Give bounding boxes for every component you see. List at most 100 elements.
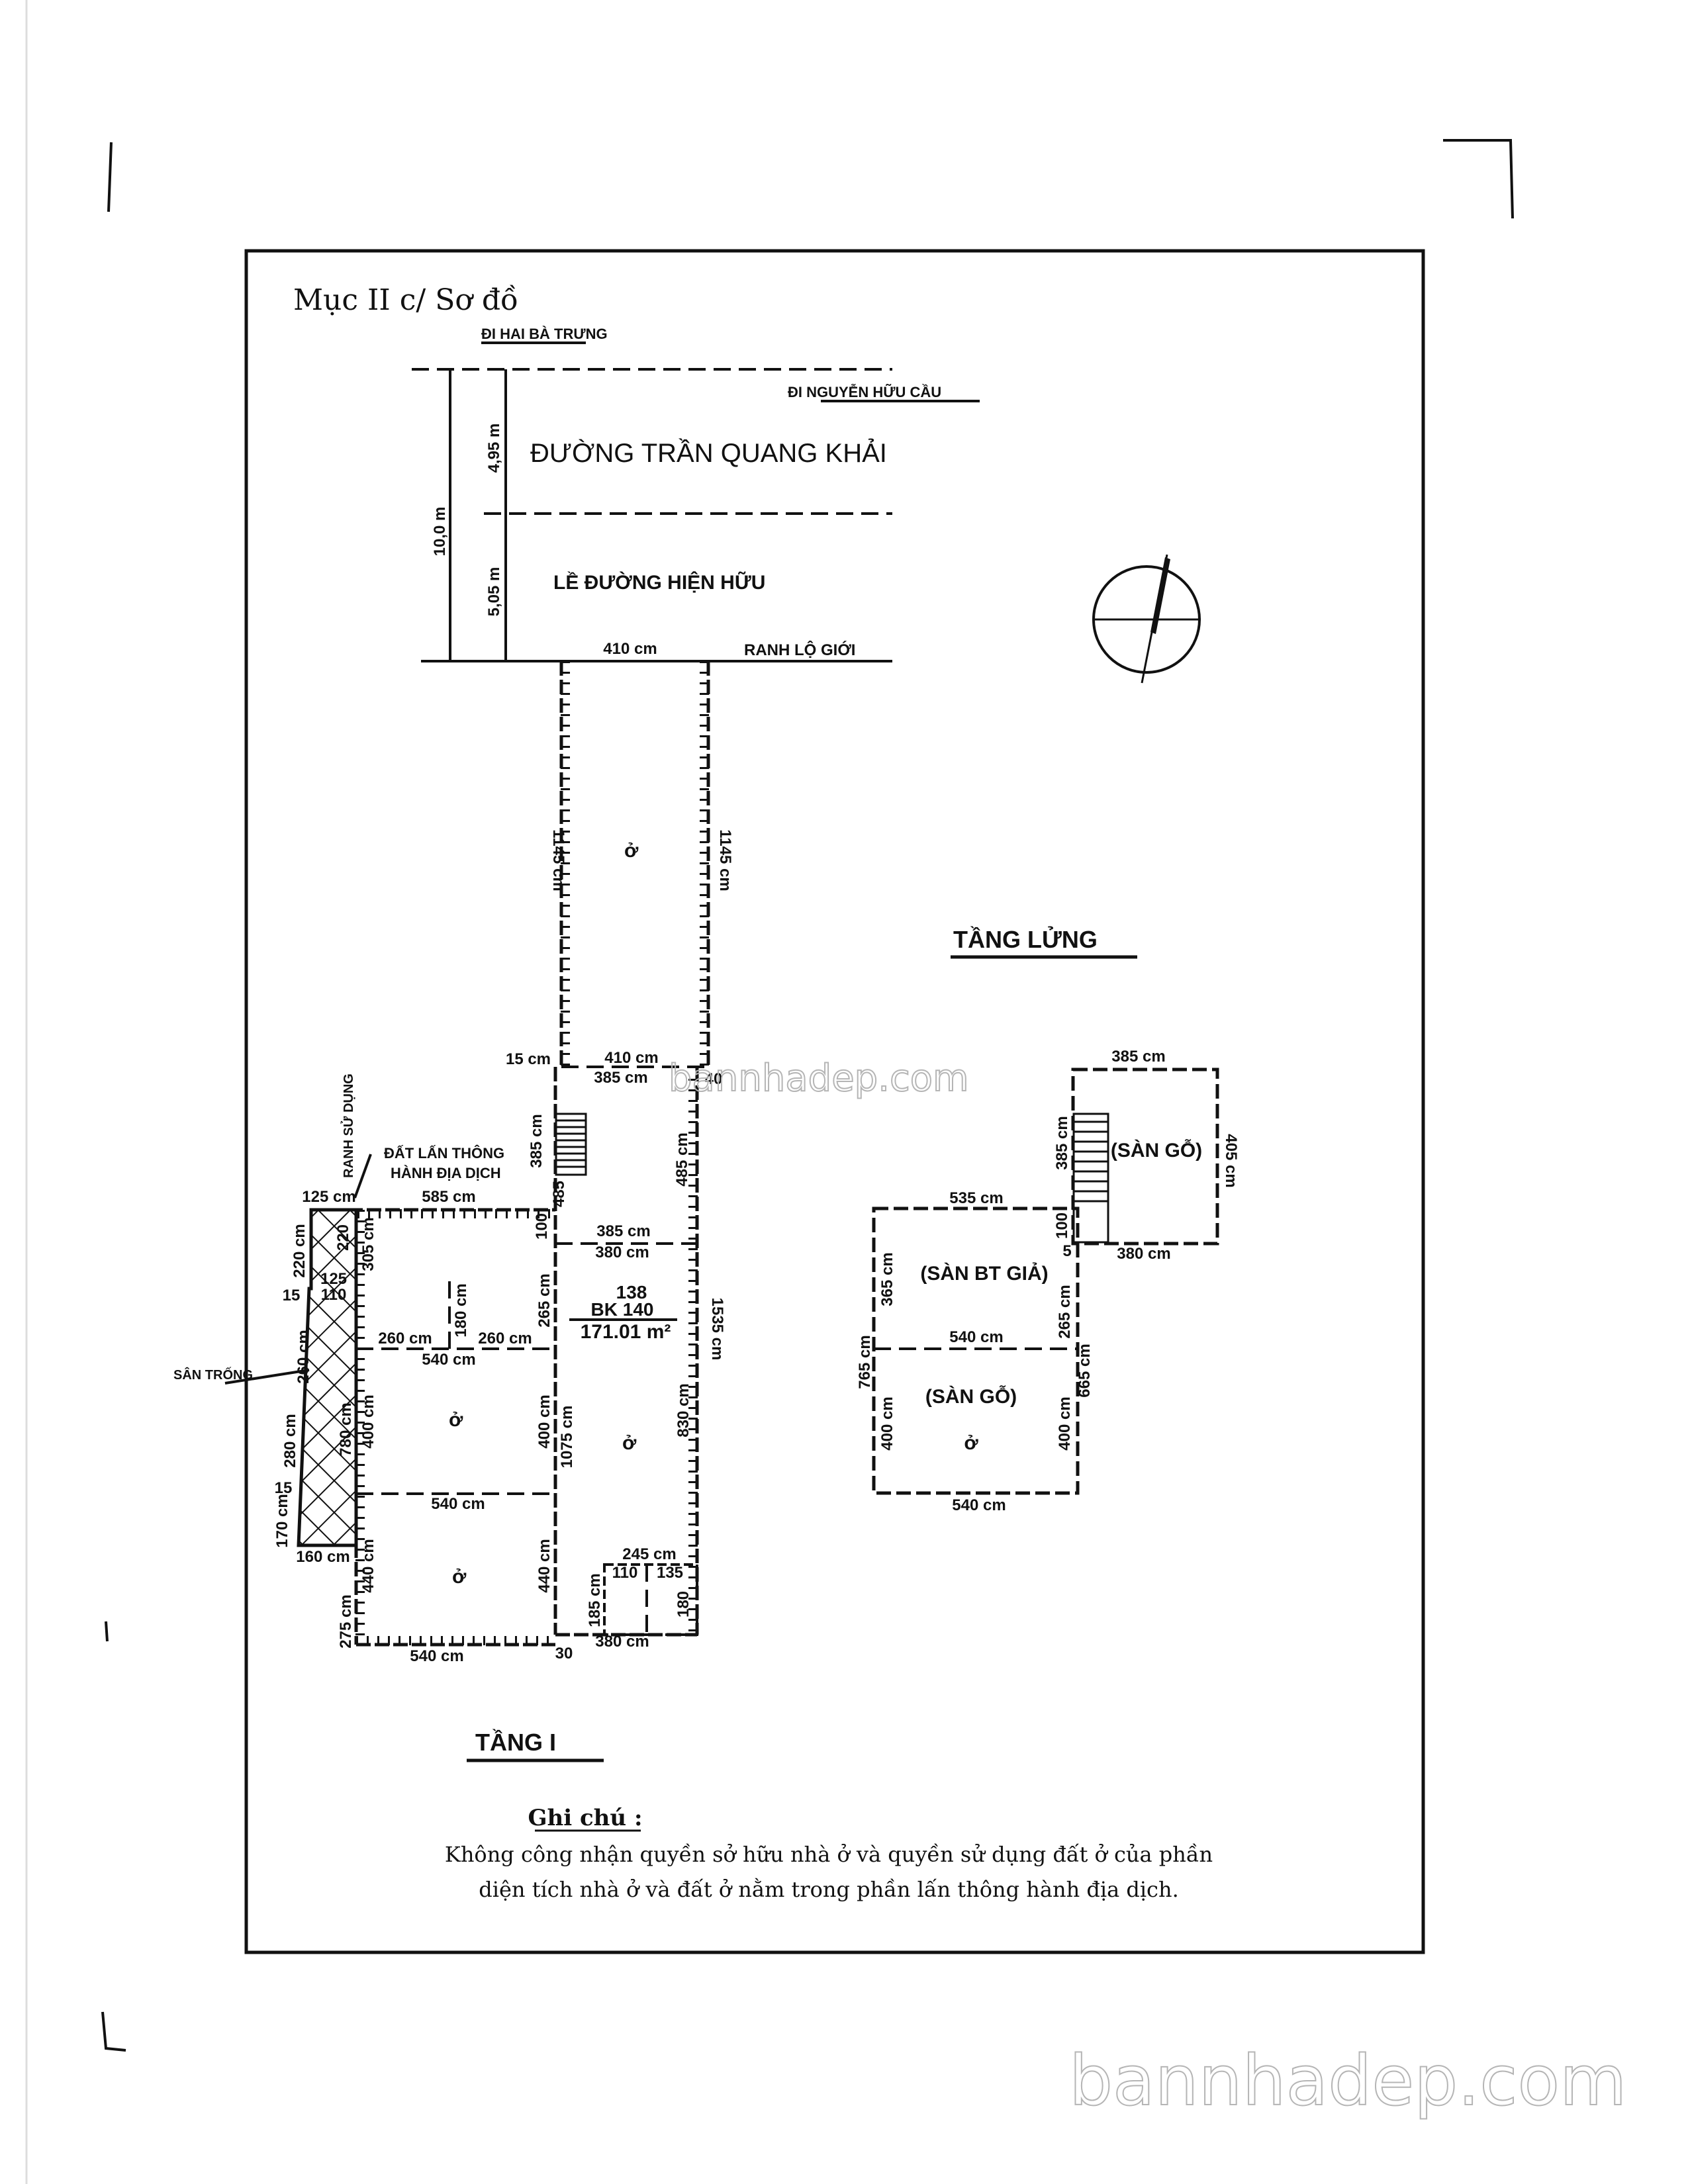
dimension-label: 260 cm [295, 1330, 312, 1383]
dimension-label: 540 cm [422, 1351, 475, 1369]
dimension-label: 40 [705, 1070, 723, 1088]
dimension-label: 385 cm [528, 1114, 545, 1167]
dimension-label: 765 cm [856, 1335, 874, 1388]
dimension-label: 440 cm [536, 1539, 553, 1592]
dimension-label: 260 cm [478, 1330, 532, 1347]
dimension-label: 275 cm [337, 1594, 355, 1648]
dimension-label: 385 cm [1053, 1116, 1071, 1169]
encroach-label: HÀNH ĐỊA DỊCH [391, 1165, 501, 1181]
dimension-label: 400 cm [878, 1396, 896, 1450]
dimension-label: 260 cm [378, 1330, 432, 1347]
dimension-label: 540 cm [431, 1495, 485, 1513]
area-number: 138 [616, 1282, 647, 1302]
dimension-label: 665 cm [1076, 1343, 1094, 1397]
dimension-label: 15 [275, 1479, 293, 1497]
dimension-label: 280 cm [281, 1414, 299, 1467]
dimension-label: 30 [555, 1645, 573, 1662]
section-title: Mục II c/ Sơ đồ [293, 283, 518, 317]
note-line-1: Không công nhận quyền sở hữu nhà ở và qu… [445, 1842, 1213, 1867]
dimension-label: 380 cm [595, 1633, 649, 1651]
dimension-label: 380 cm [595, 1244, 649, 1261]
dimension-label: 305 cm [359, 1217, 377, 1271]
dimension-label: 405 cm [1222, 1134, 1240, 1187]
note-block: Ghi chú : Không công nhận quyền sở hữu n… [445, 1805, 1213, 1902]
direction-nguyen-huu-cau: ĐI NGUYỄN HỮU CẦU [788, 383, 941, 400]
dimension-label: 410 cm [604, 1049, 658, 1067]
use-boundary-label: RANH SỬ DỤNG [340, 1073, 356, 1178]
dimension-label: 100 [1053, 1212, 1071, 1239]
dimension-label: 265 cm [536, 1273, 553, 1327]
direction-hai-ba-trung: ĐI HAI BÀ TRƯNG [481, 326, 608, 342]
dimension-label: 540 cm [410, 1647, 463, 1665]
room-wood-floor: (SÀN GỖ) [1111, 1139, 1202, 1161]
room-mark: ở [964, 1432, 978, 1454]
note-line-2: diện tích nhà ở và đất ở nằm trong phần … [479, 1877, 1179, 1902]
dimension-label: 15 cm [506, 1050, 551, 1068]
dim-road-width: 4,95 m [485, 424, 503, 473]
dimension-label: 385 cm [596, 1222, 650, 1240]
dimension-label: 440 cm [359, 1539, 377, 1592]
dimension-label: 380 cm [1117, 1245, 1170, 1263]
dimension-label: 135 [657, 1564, 683, 1582]
mezzanine-plan: TẦNG LỬNG (SÀN GỖ) (SÀN BT GIẢ) (SÀN GỖ)… [856, 925, 1240, 1514]
dimension-label: 540 cm [949, 1328, 1003, 1346]
dimension-label: 15 [283, 1287, 301, 1304]
watermark: bannhadep.com [1069, 2040, 1626, 2121]
mezzanine-dimensions: 385 cm 385 cm 405 cm 535 cm 100 5 380 cm… [856, 1048, 1240, 1514]
dimension-label: 1075 cm [558, 1406, 576, 1469]
dimension-label: 585 cm [422, 1188, 475, 1206]
dim-frontage: 410 cm [603, 640, 657, 658]
north-arrow-icon [1092, 554, 1201, 684]
dimension-label: 125 cm [302, 1188, 355, 1206]
watermark: bannhadep.com [669, 1057, 969, 1100]
dimension-label: 780 cm [337, 1402, 355, 1456]
room-wood-floor: (SÀN GỖ) [925, 1385, 1017, 1408]
area-value: 171.01 m² [581, 1321, 671, 1343]
mezzanine-label: TẦNG LỬNG [953, 925, 1098, 953]
room-fake-concrete: (SÀN BT GIẢ) [920, 1262, 1048, 1285]
dimension-label: 160 cm [296, 1548, 350, 1566]
dimension-label: 110 [612, 1564, 638, 1582]
floor-1-label: TẦNG I [475, 1729, 556, 1756]
dimension-label: 365 cm [878, 1252, 896, 1306]
staircase [1072, 1113, 1109, 1244]
dimension-label: 485 cm [673, 1132, 691, 1186]
dimension-label: 125 [320, 1270, 347, 1288]
dimension-label: 185 cm [586, 1573, 604, 1627]
dimension-label: 220 cm [291, 1224, 308, 1277]
staircase [555, 1113, 587, 1176]
encroachment-area [297, 1208, 358, 1547]
scan-edges [25, 0, 1514, 2184]
encroach-label: ĐẤT LẤN THÔNG [384, 1145, 504, 1161]
dimension-label: 385 cm [594, 1069, 647, 1087]
dimension-label: 400 cm [359, 1394, 377, 1448]
room-mark: ở [452, 1566, 467, 1588]
dimension-label: 100 [533, 1213, 551, 1240]
sidewalk-label: LỀ ĐƯỜNG HIỆN HỮU [553, 571, 765, 594]
dimension-label: 540 cm [952, 1496, 1006, 1514]
road-section: ĐI HAI BÀ TRƯNG ĐI NGUYỄN HỮU CẦU ĐƯỜNG … [412, 326, 980, 662]
dimension-label: 220 [334, 1224, 352, 1251]
dimension-label: 400 cm [536, 1394, 553, 1448]
dimension-label: 1145 cm [549, 829, 567, 891]
dimension-label: 830 cm [675, 1383, 692, 1437]
room-mark: ở [624, 840, 639, 862]
dimension-label: 400 cm [1056, 1396, 1074, 1450]
dimension-label: 170 cm [273, 1494, 291, 1547]
dim-total-width: 10,0 m [431, 507, 449, 557]
dimension-label: 1535 cm [708, 1298, 726, 1361]
dimension-label: 385 cm [1111, 1048, 1165, 1066]
dimension-label: 5 [1062, 1242, 1071, 1260]
dimension-label: 485 [550, 1181, 568, 1207]
area-bk: BK 140 [591, 1299, 654, 1320]
dimension-label: 535 cm [949, 1189, 1003, 1207]
dimension-label: 110 [321, 1286, 347, 1304]
boundary-label: RANH LỘ GIỚI [744, 641, 855, 659]
floor-1-plan: ở RANH SỬ DỤNG ĐẤT LẤN THÔNG HÀNH ĐỊA DỊ… [173, 661, 734, 1762]
dimension-label: 180 [675, 1591, 692, 1617]
road-name: ĐƯỜNG TRẦN QUANG KHẢI [530, 437, 887, 468]
dimension-label: 1145 cm [716, 829, 734, 891]
room-mark: ở [622, 1432, 637, 1454]
dimension-label: 180 cm [452, 1283, 470, 1337]
